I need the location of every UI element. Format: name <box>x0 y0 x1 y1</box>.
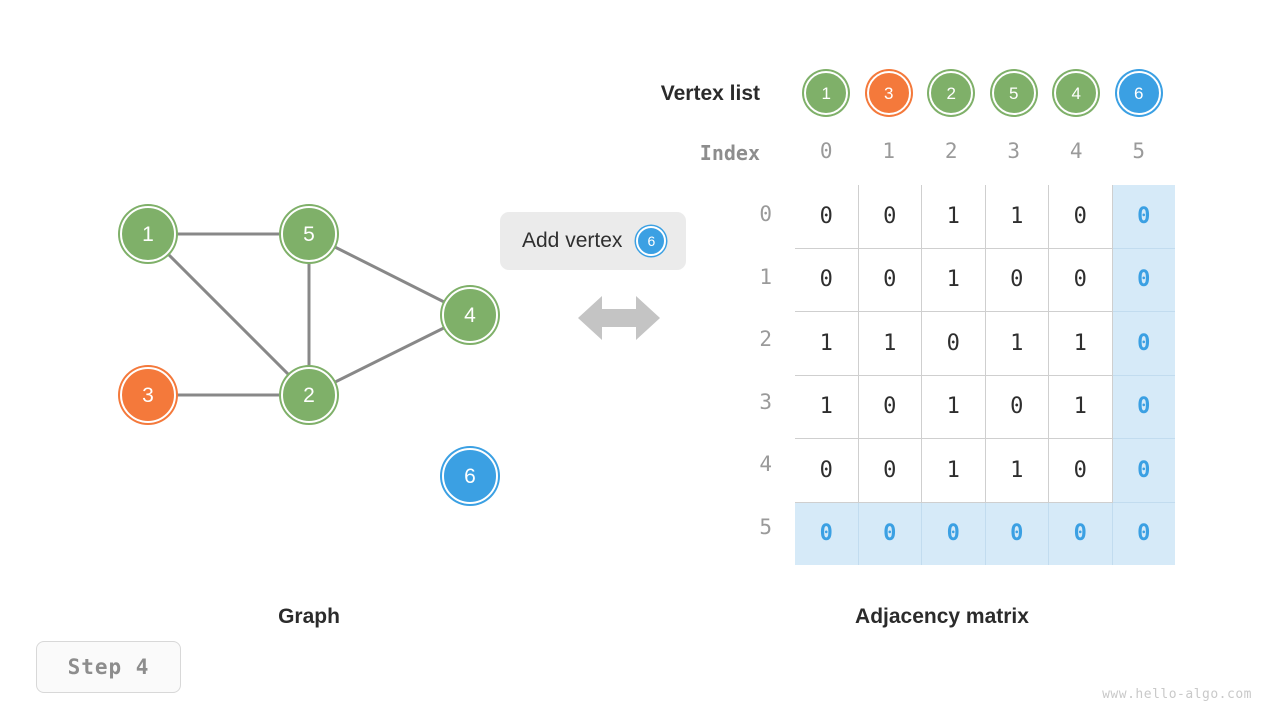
index-cell-0: 0 <box>819 139 833 163</box>
matrix-cell-1-2[interactable]: 1 <box>921 247 986 312</box>
matrix-cell-2-5[interactable]: 0 <box>1111 311 1175 376</box>
graph-node-5[interactable]: 5 <box>281 206 337 262</box>
graph-edge <box>307 232 472 317</box>
index-cell-5: 5 <box>1132 139 1146 163</box>
matrix-row-label-3: 3 <box>759 389 772 414</box>
matrix-cell-5-1[interactable]: 0 <box>857 501 922 565</box>
graph-node-label: 3 <box>142 383 154 407</box>
vertex-chip-label: 1 <box>821 83 831 103</box>
graph-node-1[interactable]: 1 <box>120 206 176 262</box>
vertex-list-item-3[interactable]: 3 <box>858 71 921 115</box>
matrix-cell-0-2[interactable]: 1 <box>921 185 986 249</box>
matrix-cell-2-3[interactable]: 1 <box>984 311 1049 376</box>
double-headed-arrow-icon <box>578 296 660 340</box>
matrix-row-label-5: 5 <box>759 514 772 539</box>
vertex-chip-6: 6 <box>1116 71 1161 115</box>
matrix-cell-3-0[interactable]: 1 <box>795 374 859 439</box>
vertex-chip-label: 4 <box>1071 83 1081 103</box>
matrix-cell-2-4[interactable]: 1 <box>1048 311 1113 376</box>
graph-node-label: 6 <box>464 464 476 488</box>
matrix-cell-1-3[interactable]: 0 <box>984 247 1049 312</box>
vertex-chip-3: 3 <box>866 71 911 115</box>
matrix-cell-1-4[interactable]: 0 <box>1048 247 1113 312</box>
matrix-row-label-4: 4 <box>759 452 772 477</box>
graph-caption: Graph <box>278 605 340 628</box>
matrix-cell-0-5[interactable]: 0 <box>1111 185 1175 249</box>
matrix-cell-2-0[interactable]: 1 <box>795 311 859 376</box>
index-label: Index <box>699 141 760 165</box>
vertex-list-item-5[interactable]: 5 <box>983 71 1046 115</box>
vertex-chip-2: 2 <box>929 71 974 115</box>
matrix-cell-1-1[interactable]: 0 <box>857 247 922 312</box>
matrix-cell-0-1[interactable]: 0 <box>857 185 922 249</box>
matrix-cell-0-0[interactable]: 0 <box>795 185 859 249</box>
graph-node-label: 1 <box>142 222 154 246</box>
vertex-list-item-6[interactable]: 6 <box>1108 71 1171 115</box>
index-cell-1: 1 <box>882 139 896 163</box>
matrix-cell-4-5[interactable]: 0 <box>1111 438 1175 503</box>
graph-node-label: 4 <box>464 303 476 327</box>
index-cell-2: 2 <box>944 139 958 163</box>
matrix-cell-5-2[interactable]: 0 <box>921 501 986 565</box>
graph-node-6[interactable]: 6 <box>442 448 498 504</box>
vertex-chip-label: 3 <box>884 83 894 103</box>
vertex-chip-label: 2 <box>946 83 956 103</box>
graph-edge <box>146 232 311 397</box>
matrix-row-label-1: 1 <box>759 264 772 289</box>
vertex-list-item-1[interactable]: 1 <box>795 71 858 115</box>
add-vertex-label: Add vertex <box>522 229 623 252</box>
matrix-cell-5-3[interactable]: 0 <box>984 501 1049 565</box>
matrix-cell-5-4[interactable]: 0 <box>1048 501 1113 565</box>
step-badge: Step 4 <box>36 641 181 693</box>
matrix-cell-3-5[interactable]: 0 <box>1111 374 1175 439</box>
add-vertex-node-badge: 6 <box>636 226 667 256</box>
matrix-cell-5-0[interactable]: 0 <box>795 501 859 565</box>
vertex-chip-5: 5 <box>991 71 1036 115</box>
matrix-row-label-0: 0 <box>759 202 772 227</box>
matrix-cell-3-2[interactable]: 1 <box>921 374 986 439</box>
matrix-cell-4-4[interactable]: 0 <box>1048 438 1113 503</box>
matrix-cell-3-3[interactable]: 0 <box>984 374 1049 439</box>
graph-node-label: 5 <box>303 222 315 246</box>
graph-node-2[interactable]: 2 <box>281 367 337 423</box>
matrix-cell-0-4[interactable]: 0 <box>1048 185 1113 249</box>
matrix-cell-4-0[interactable]: 0 <box>795 438 859 503</box>
matrix-caption: Adjacency matrix <box>855 605 1029 628</box>
matrix-cell-5-5[interactable]: 0 <box>1111 501 1175 565</box>
matrix-row-label-2: 2 <box>759 327 772 352</box>
matrix-cell-0-3[interactable]: 1 <box>984 185 1049 249</box>
vertex-chip-4: 4 <box>1054 71 1099 115</box>
matrix-cell-1-5[interactable]: 0 <box>1111 247 1175 312</box>
vertex-chip-1: 1 <box>804 71 849 115</box>
index-cell-4: 4 <box>1069 139 1083 163</box>
vertex-list-item-2[interactable]: 2 <box>920 71 983 115</box>
graph-node-4[interactable]: 4 <box>442 287 498 343</box>
index-cell-3: 3 <box>1007 139 1021 163</box>
graph-node-label: 2 <box>303 383 315 407</box>
vertex-list-item-4[interactable]: 4 <box>1045 71 1108 115</box>
matrix-cell-3-4[interactable]: 1 <box>1048 374 1113 439</box>
matrix-cell-1-0[interactable]: 0 <box>795 247 859 312</box>
vertex-list-label: Vertex list <box>660 82 760 105</box>
matrix-cell-2-2[interactable]: 0 <box>921 311 986 376</box>
graph-node-3[interactable]: 3 <box>120 367 176 423</box>
matrix-cell-4-2[interactable]: 1 <box>921 438 986 503</box>
vertex-chip-label: 5 <box>1009 83 1019 103</box>
matrix-cell-2-1[interactable]: 1 <box>857 311 922 376</box>
vertex-chip-label: 6 <box>1134 83 1144 103</box>
matrix-cell-4-1[interactable]: 0 <box>857 438 922 503</box>
matrix-cell-4-3[interactable]: 1 <box>984 438 1049 503</box>
watermark: www.hello-algo.com <box>1102 687 1252 702</box>
graph-edge <box>307 313 472 397</box>
matrix-cell-3-1[interactable]: 0 <box>857 374 922 439</box>
add-vertex-node-label: 6 <box>647 233 656 249</box>
add-vertex-chip[interactable]: Add vertex 6 <box>500 212 687 270</box>
